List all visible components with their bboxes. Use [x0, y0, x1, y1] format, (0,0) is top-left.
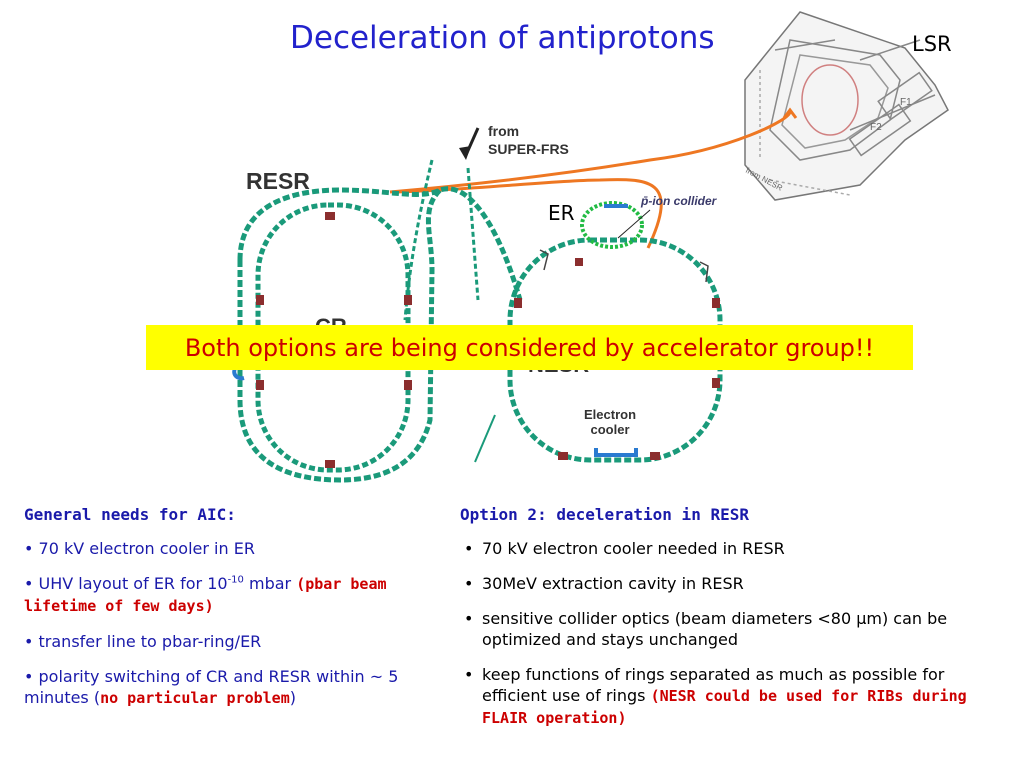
- bullet: •: [464, 665, 474, 684]
- item-text: ): [289, 688, 296, 707]
- electron-cooler-icon: [594, 448, 638, 457]
- item-text: 30MeV extraction cavity in RESR: [482, 574, 744, 593]
- item-text: • polarity switching of CR and RESR with…: [24, 667, 399, 707]
- resr-ring: [237, 186, 523, 483]
- transfer-beamline: [403, 159, 434, 321]
- item-text: mbar: [243, 574, 297, 593]
- highlight-text: no particular problem: [100, 689, 290, 707]
- highlight-text: (NESR could be used for RIBs during FLAI…: [482, 687, 967, 727]
- general-needs-section: General needs for AIC: • 70 kV electron …: [24, 504, 424, 723]
- lsr-label: LSR: [912, 32, 952, 56]
- list-item: • UHV layout of ER for 10-10 mbar (pbar …: [24, 573, 424, 617]
- item-text: keep functions of rings separated as muc…: [482, 665, 945, 705]
- option2-heading: Option 2: deceleration in RESR: [460, 505, 749, 524]
- list-item: • sensitive collider optics (beam diamete…: [460, 608, 1000, 650]
- er-ring: [580, 201, 644, 249]
- transfer-line: [389, 111, 792, 194]
- item-text: • UHV layout of ER for 10: [24, 574, 228, 593]
- bullet: •: [464, 574, 474, 593]
- transfer-beamline: [466, 167, 480, 301]
- item-text: • transfer line to pbar-ring/ER: [24, 632, 262, 651]
- accelerator-diagram: from NESR F1 F2: [232, 11, 949, 483]
- option2-section: Option 2: deceleration in RESR • 70 kV el…: [460, 504, 1000, 743]
- exponent: -10: [227, 574, 244, 586]
- electron-cooler-label: Electron cooler: [584, 407, 637, 437]
- item-text: • 70 kV electron cooler in ER: [24, 539, 255, 558]
- bullet: •: [464, 539, 474, 558]
- list-item: • polarity switching of CR and RESR with…: [24, 666, 424, 709]
- lsr-ring-label: F1: [900, 97, 912, 108]
- bullet: •: [464, 609, 474, 628]
- general-needs-heading: General needs for AIC:: [24, 505, 236, 524]
- lsr-ring-label: F2: [870, 122, 882, 133]
- pbar-ion-collider-label: p̄-ion collider: [641, 194, 717, 208]
- er-label: ER: [548, 201, 575, 225]
- list-item: • 70 kV electron cooler needed in RESR: [460, 538, 1000, 559]
- item-text: 70 kV electron cooler needed in RESR: [482, 539, 785, 558]
- transfer-line: [394, 178, 663, 249]
- lsr-drawing: [744, 11, 949, 201]
- slide-title: Deceleration of antiprotons: [290, 20, 715, 56]
- magnets: [256, 212, 720, 468]
- list-item: • keep functions of rings separated as mu…: [460, 664, 1000, 729]
- item-text: sensitive collider optics (beam diameter…: [482, 609, 948, 649]
- highlight-banner: Both options are being considered by acc…: [146, 325, 913, 370]
- list-item: • 30MeV extraction cavity in RESR: [460, 573, 1000, 594]
- list-item: • 70 kV electron cooler in ER: [24, 538, 424, 559]
- from-super-frs-label: from SUPER-FRS: [488, 123, 569, 157]
- list-item: • transfer line to pbar-ring/ER: [24, 631, 424, 652]
- highlight-text: (pbar beam lifetime of few days): [24, 575, 387, 615]
- resr-label: RESR: [246, 168, 310, 194]
